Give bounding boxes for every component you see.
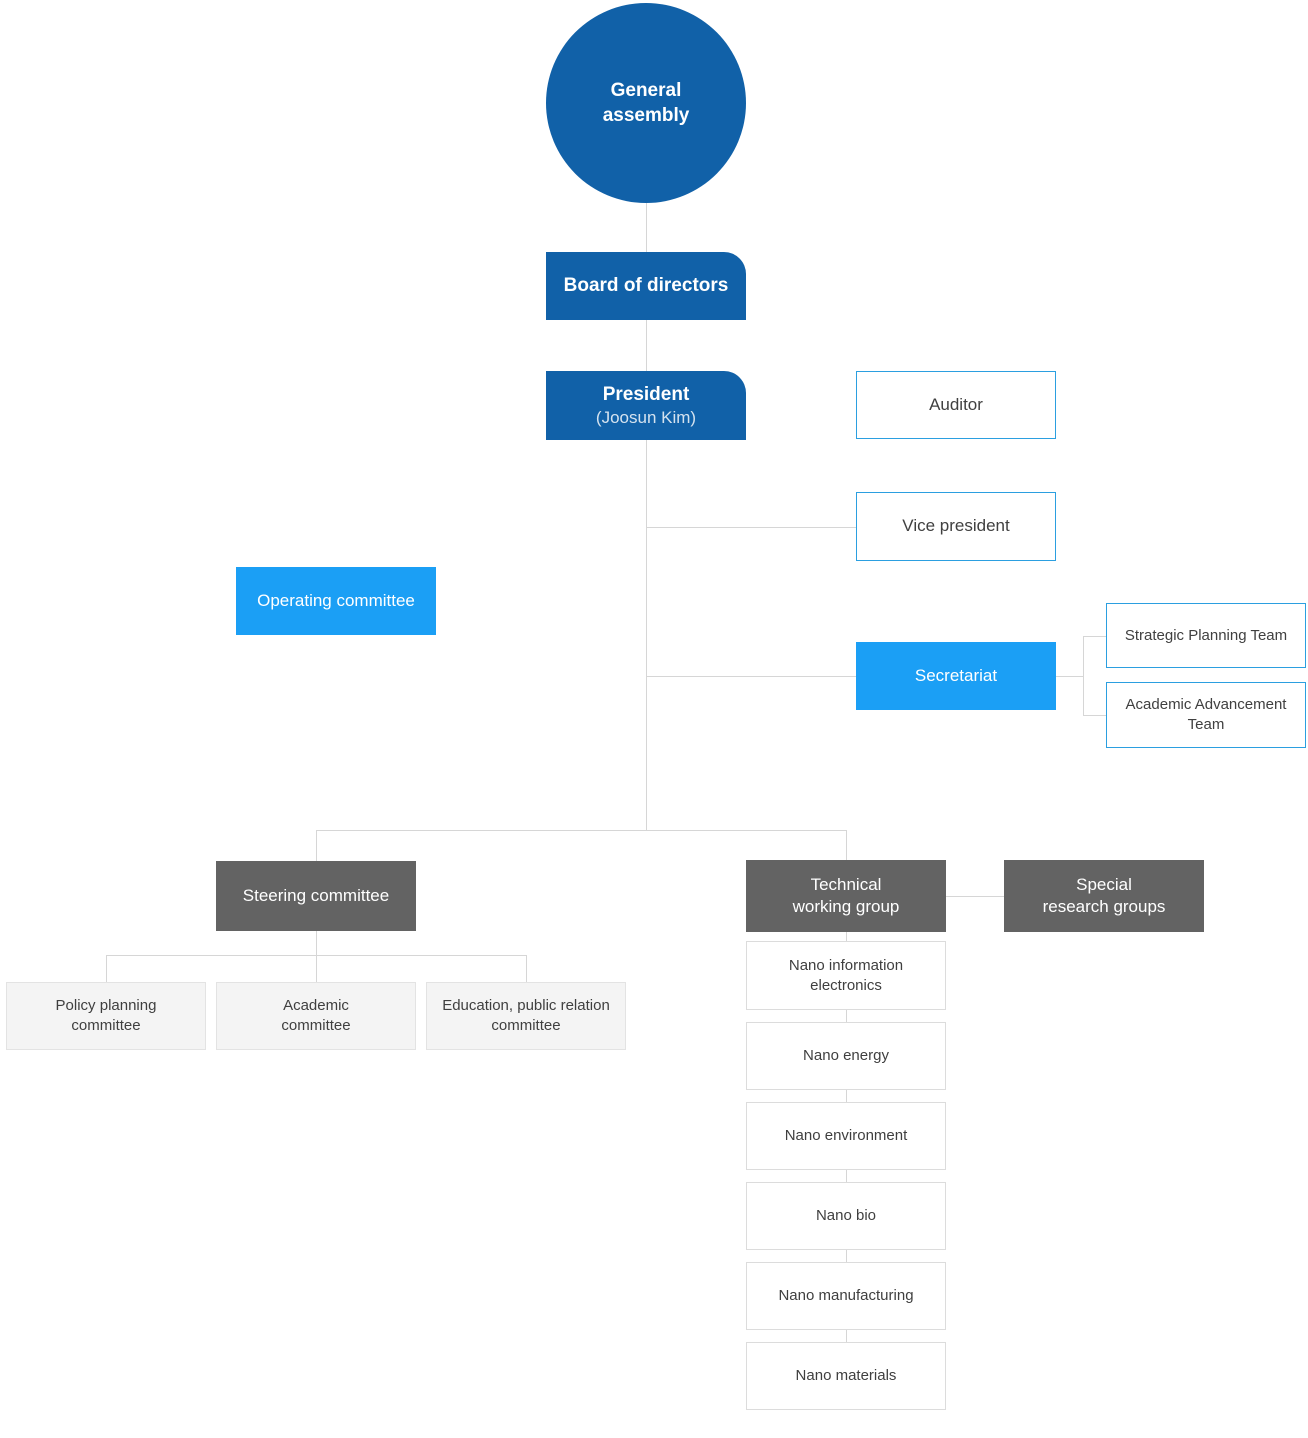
- node-technical-working-group: Technical working group: [746, 860, 946, 932]
- node-steering-committee: Steering committee: [216, 861, 416, 931]
- connector-policy-stub: [106, 955, 107, 982]
- connector-nano-stub-3: [846, 1170, 847, 1182]
- connector-academic-team: [1083, 715, 1106, 716]
- connector-president-main: [646, 440, 647, 830]
- node-education-pr-committee: Education, public relation committee: [426, 982, 626, 1050]
- connector-nano-stub-1: [846, 1010, 847, 1022]
- connector-nano-stub-0: [846, 932, 847, 941]
- node-nano-materials: Nano materials: [746, 1342, 946, 1410]
- node-academic-committee: Academic committee: [216, 982, 416, 1050]
- connector-steering-down: [316, 830, 317, 861]
- node-nano-energy: Nano energy: [746, 1022, 946, 1090]
- node-nano-manufacturing: Nano manufacturing: [746, 1262, 946, 1330]
- node-auditor: Auditor: [856, 371, 1056, 439]
- connector-twg-down: [846, 830, 847, 860]
- connector-academic-stub: [316, 955, 317, 982]
- connector-steering-children: [316, 931, 317, 955]
- connector-nano-stub-2: [846, 1090, 847, 1102]
- node-board-of-directors: Board of directors: [546, 252, 746, 320]
- connector-teams-vertical: [1083, 636, 1084, 716]
- connector-secretariat-right: [1056, 676, 1083, 677]
- node-vice-president: Vice president: [856, 492, 1056, 561]
- node-nano-information-electronics: Nano information electronics: [746, 941, 946, 1010]
- node-general-assembly: General assembly: [546, 3, 746, 203]
- node-strategic-planning-team: Strategic Planning Team: [1106, 603, 1306, 668]
- node-nano-environment: Nano environment: [746, 1102, 946, 1170]
- node-secretariat: Secretariat: [856, 642, 1056, 710]
- connector-nano-stub-4: [846, 1250, 847, 1262]
- connector-vice-president: [647, 527, 856, 528]
- node-special-research-groups: Special research groups: [1004, 860, 1204, 932]
- node-academic-advancement-team: Academic Advancement Team: [1106, 682, 1306, 748]
- connector-education-stub: [526, 955, 527, 982]
- connector-circle-board: [646, 203, 647, 252]
- connector-secretariat: [647, 676, 856, 677]
- president-title: President: [602, 383, 690, 405]
- connector-strategic-team: [1083, 636, 1106, 637]
- president-name: (Joosun Kim): [595, 407, 697, 427]
- node-operating-committee: Operating committee: [236, 567, 436, 635]
- node-nano-bio: Nano bio: [746, 1182, 946, 1250]
- connector-nano-stub-5: [846, 1330, 847, 1342]
- node-president: President (Joosun Kim): [546, 371, 746, 440]
- connector-twg-srg: [946, 896, 1004, 897]
- connector-bottom-horizontal: [316, 830, 847, 831]
- connector-board-president: [646, 320, 647, 371]
- node-policy-planning-committee: Policy planning committee: [6, 982, 206, 1050]
